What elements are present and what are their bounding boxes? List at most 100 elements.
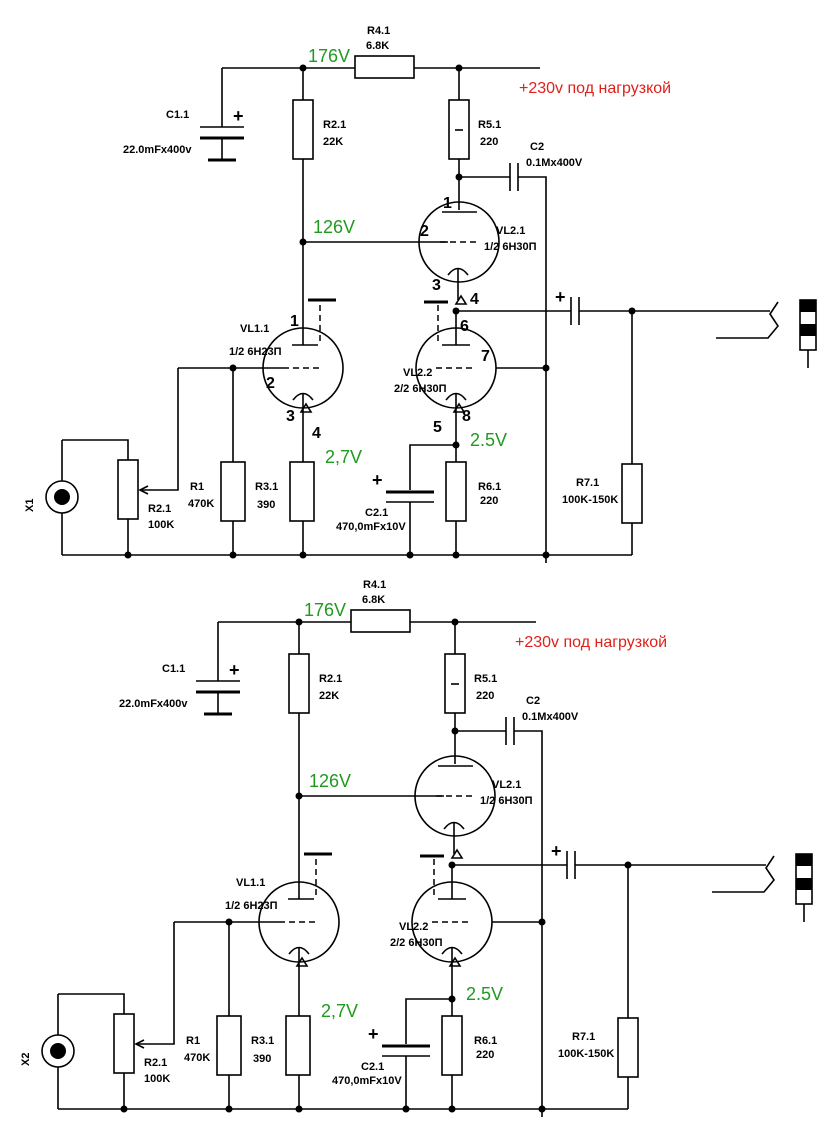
r31-value: 390	[257, 499, 275, 511]
potentiometer-r21-b	[113, 1013, 135, 1074]
resistor-r61-b	[441, 1015, 463, 1076]
r61-value-b: 220	[476, 1049, 494, 1061]
pin-label: 3	[286, 408, 295, 425]
r21-ref-b: R2.1	[319, 673, 342, 685]
r61-ref-b: R6.1	[474, 1035, 497, 1047]
resistor-r21	[292, 99, 314, 160]
pin-label: 2	[266, 375, 275, 392]
r71-ref-b: R7.1	[572, 1031, 595, 1043]
resistor-r31	[289, 461, 315, 522]
r41-ref: R4.1	[367, 25, 390, 37]
r41-value: 6.8K	[366, 40, 389, 52]
resistor-r1-b	[216, 1015, 242, 1076]
connector-x1: X1	[24, 499, 36, 512]
pin-label: 8	[462, 408, 471, 425]
resistor-r41-b	[350, 609, 411, 633]
vl11-value: 1/2 6Н23П	[229, 346, 282, 358]
r71-value-b: 100K-150K	[558, 1048, 614, 1060]
svg-text:+: +	[233, 106, 244, 126]
r71-value: 100K-150K	[562, 494, 618, 506]
pin-label: 3	[432, 277, 441, 294]
supply-note-b: +230v под нагрузкой	[515, 634, 667, 651]
vl22-ref-b: VL2.2	[399, 921, 428, 933]
voltage-cathode2: 2.5V	[470, 430, 507, 450]
c21-value-b: 470,0mFx10V	[332, 1075, 402, 1087]
voltage-anode: 126V	[313, 217, 355, 237]
resistor-r41	[354, 55, 415, 79]
vl11-value-b: 1/2 6Н23П	[225, 900, 278, 912]
potentiometer-r21	[117, 459, 139, 520]
r51-value-b: 220	[476, 690, 494, 702]
vl22-value: 2/2 6Н30П	[394, 383, 447, 395]
pot-ref-b: R2.1	[144, 1057, 167, 1069]
c21-value: 470,0mFx10V	[336, 521, 406, 533]
voltage-b-plus-b: 176V	[304, 600, 346, 620]
schematic-bottom: + +	[20, 579, 813, 1117]
c2-ref-b: C2	[526, 695, 540, 707]
c2-value-b: 0.1Mx400V	[522, 711, 579, 723]
c21-ref-b: C2.1	[361, 1061, 384, 1073]
c11-value: 22.0mFx400v	[123, 144, 192, 156]
vl21-value-b: 1/2 6Н30П	[480, 795, 533, 807]
pin-label: 4	[312, 425, 321, 442]
c11-ref: C1.1	[166, 109, 189, 121]
pin-label: 7	[481, 348, 490, 365]
resistor-r71	[621, 463, 643, 524]
pin-label: 2	[420, 223, 429, 240]
connector-x2: X2	[20, 1053, 32, 1066]
r51-ref: R5.1	[478, 119, 501, 131]
resistor-r61	[445, 461, 467, 522]
voltage-cathode2-b: 2.5V	[466, 984, 503, 1004]
r21-value: 22K	[323, 136, 343, 148]
svg-text:+: +	[229, 660, 240, 680]
vl21-ref-b: VL2.1	[492, 779, 521, 791]
pin-label: 1	[443, 195, 452, 212]
svg-text:+: +	[551, 841, 562, 861]
r31-ref: R3.1	[255, 481, 278, 493]
r1-ref: R1	[190, 481, 204, 493]
c21-ref: C2.1	[365, 507, 388, 519]
c2-ref: C2	[530, 141, 544, 153]
r21-ref: R2.1	[323, 119, 346, 131]
vl11-ref: VL1.1	[240, 323, 269, 335]
r71-ref: R7.1	[576, 477, 599, 489]
c2-value: 0.1Mx400V	[526, 157, 583, 169]
r51-ref-b: R5.1	[474, 673, 497, 685]
vl21-value: 1/2 6Н30П	[484, 241, 537, 253]
resistor-r71-b	[617, 1017, 639, 1078]
pin-label: 6	[460, 318, 469, 335]
vl21-ref: VL2.1	[496, 225, 525, 237]
r61-ref: R6.1	[478, 481, 501, 493]
svg-text:+: +	[372, 470, 383, 490]
vl22-value-b: 2/2 6Н30П	[390, 937, 443, 949]
resistor-r1	[220, 461, 246, 522]
voltage-b-plus: 176V	[308, 46, 350, 66]
c11-ref-b: C1.1	[162, 663, 185, 675]
r61-value: 220	[480, 495, 498, 507]
pot-value-b: 100K	[144, 1073, 170, 1085]
pot-value: 100K	[148, 519, 174, 531]
r41-value-b: 6.8K	[362, 594, 385, 606]
pin-label: 1	[290, 313, 299, 330]
svg-text:+: +	[555, 287, 566, 307]
resistor-r31-b	[285, 1015, 311, 1076]
pin-label: 5	[433, 419, 442, 436]
vl11-ref-b: VL1.1	[236, 877, 265, 889]
r31-ref-b: R3.1	[251, 1035, 274, 1047]
pin-label: 4	[470, 291, 479, 308]
resistor-r21-b	[288, 653, 310, 714]
vl22-ref: VL2.2	[403, 367, 432, 379]
voltage-anode-b: 126V	[309, 771, 351, 791]
voltage-cathode1: 2,7V	[325, 447, 362, 467]
pot-ref: R2.1	[148, 503, 171, 515]
r31-value-b: 390	[253, 1053, 271, 1065]
r1-ref-b: R1	[186, 1035, 200, 1047]
r1-value-b: 470K	[184, 1052, 210, 1064]
voltage-cathode1-b: 2,7V	[321, 1001, 358, 1021]
r21-value-b: 22K	[319, 690, 339, 702]
svg-text:+: +	[368, 1024, 379, 1044]
supply-note: +230v под нагрузкой	[519, 80, 671, 97]
schematic-top: + +	[24, 25, 817, 563]
c11-value-b: 22.0mFx400v	[119, 698, 188, 710]
